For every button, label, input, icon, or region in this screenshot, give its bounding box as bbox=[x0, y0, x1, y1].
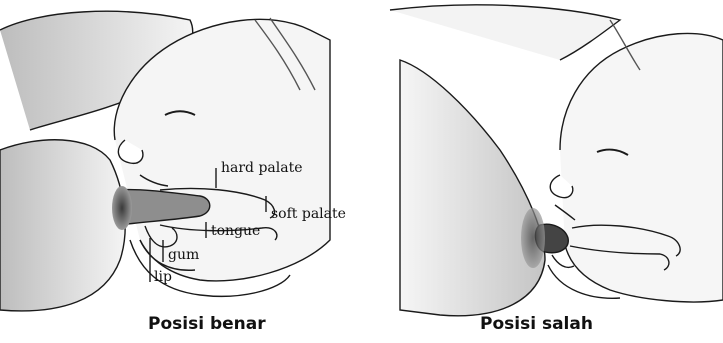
label-lip: lip bbox=[154, 270, 172, 284]
areola-right bbox=[521, 208, 545, 268]
areola-left bbox=[112, 186, 132, 230]
caption-correct-position: Posisi benar bbox=[148, 316, 266, 333]
label-tongue: tongue bbox=[211, 224, 260, 238]
caption-incorrect-position: Posisi salah bbox=[480, 316, 593, 333]
breast-right bbox=[400, 60, 545, 316]
right-panel-drawing bbox=[390, 5, 723, 316]
label-hard-palate: hard palate bbox=[221, 161, 303, 175]
baby-head-right bbox=[560, 33, 723, 302]
breast-left bbox=[0, 140, 125, 311]
label-soft-palate: soft palate bbox=[271, 207, 346, 221]
label-gum: gum bbox=[168, 248, 199, 262]
mother-arm-right bbox=[390, 5, 620, 60]
